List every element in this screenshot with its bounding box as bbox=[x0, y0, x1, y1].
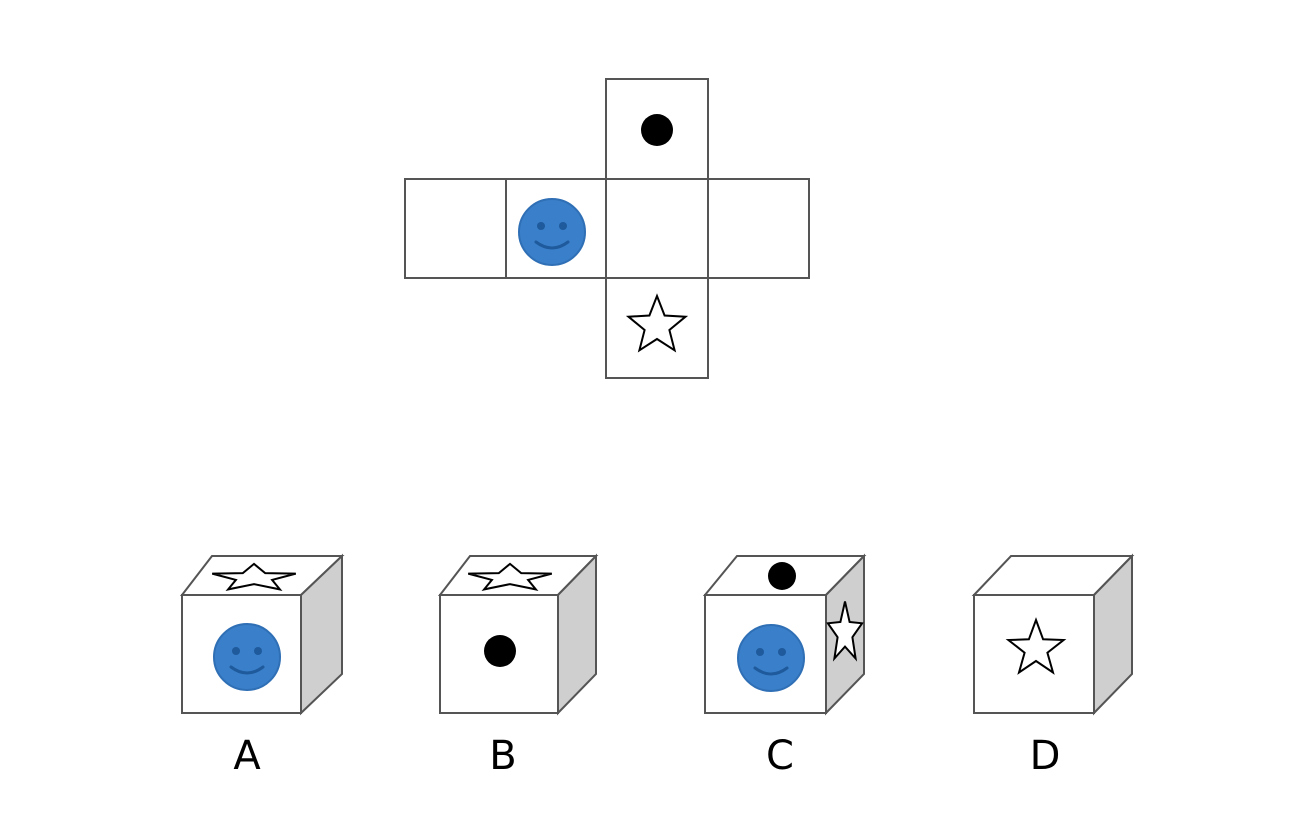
net-face-right bbox=[707, 178, 810, 279]
option-cube-c[interactable] bbox=[702, 553, 867, 716]
star-icon bbox=[467, 562, 553, 591]
star-icon bbox=[826, 601, 864, 662]
option-label-b: B bbox=[489, 733, 517, 779]
smiley-icon bbox=[736, 623, 806, 693]
smiley-icon bbox=[212, 622, 282, 692]
smiley-icon bbox=[517, 197, 587, 267]
option-cube-a[interactable] bbox=[179, 553, 345, 716]
star-icon bbox=[211, 562, 297, 591]
net-face-center bbox=[605, 178, 709, 279]
dot-icon bbox=[768, 562, 796, 590]
cube-net bbox=[404, 78, 810, 379]
option-label-c: C bbox=[766, 733, 794, 779]
option-cube-b[interactable] bbox=[437, 553, 599, 716]
option-label-d: D bbox=[1029, 733, 1061, 779]
net-face-left-outer bbox=[404, 178, 507, 279]
net-symbols bbox=[517, 114, 689, 353]
star-icon bbox=[625, 293, 689, 353]
option-cube-d[interactable] bbox=[971, 553, 1135, 716]
star-icon bbox=[1005, 617, 1067, 675]
dot-icon bbox=[484, 635, 516, 667]
option-label-a: A bbox=[233, 733, 261, 779]
dot-icon bbox=[641, 114, 673, 146]
